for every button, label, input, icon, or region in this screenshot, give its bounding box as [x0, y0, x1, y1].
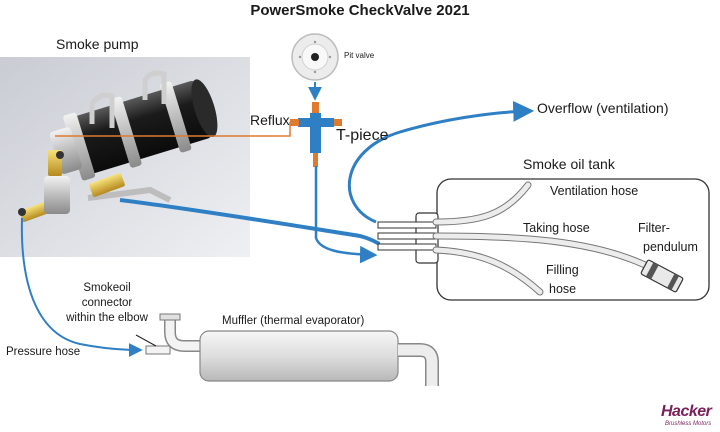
hacker-logo: Hacker Brushless Motors	[658, 403, 720, 432]
smoke-pump-label: Smoke pump	[56, 36, 139, 52]
reflux-label: Reflux	[250, 112, 290, 128]
t-piece	[290, 102, 342, 167]
reflux-to-tank-line	[314, 166, 378, 264]
filter-pendulum-label-line2: pendulum	[643, 240, 698, 254]
pit-valve	[291, 33, 339, 81]
smoke-oil-tank-label: Smoke oil tank	[523, 156, 615, 172]
filter-pendulum-label-line1: Filter-	[638, 221, 670, 235]
pit-valve-label: Pit valve	[344, 51, 375, 60]
connector-label-line2: connector	[81, 297, 133, 309]
overflow-label: Overflow (ventilation)	[537, 100, 669, 116]
logo-tagline: Brushless Motors	[665, 421, 712, 427]
filling-hose-label-line1: Filling	[546, 263, 579, 277]
muffler	[145, 313, 439, 386]
smoke-pump-image	[0, 57, 250, 257]
reflux-line	[55, 122, 291, 137]
taking-hose-label: Taking hose	[523, 221, 590, 235]
connector-label-line1: Smokeoil	[83, 282, 131, 294]
pressure-hose-line	[20, 217, 143, 357]
connector-pointer	[135, 334, 157, 347]
logo-wordmark: Hacker	[661, 403, 712, 420]
smoke-oil-tank	[377, 178, 710, 301]
taking-line	[119, 198, 381, 246]
connector-label-line3: within the elbow	[66, 312, 148, 324]
overflow-line	[348, 100, 535, 224]
pressure-hose-label: Pressure hose	[6, 346, 81, 358]
page-title: PowerSmoke CheckValve 2021	[250, 2, 470, 19]
filling-hose-label-line2: hose	[549, 282, 577, 296]
t-piece-label: T-piece	[336, 127, 389, 144]
ventilation-hose-label: Ventilation hose	[550, 184, 639, 198]
muffler-label: Muffler (thermal evaporator)	[222, 315, 365, 327]
